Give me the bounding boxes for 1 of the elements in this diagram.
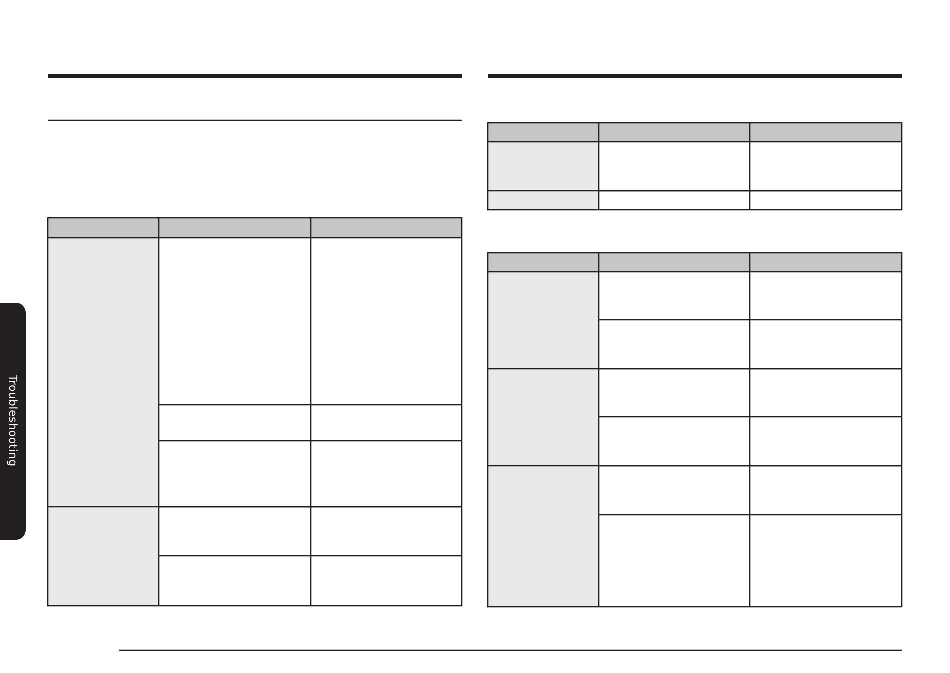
section-tab-label: Troubleshooting [6, 375, 20, 467]
